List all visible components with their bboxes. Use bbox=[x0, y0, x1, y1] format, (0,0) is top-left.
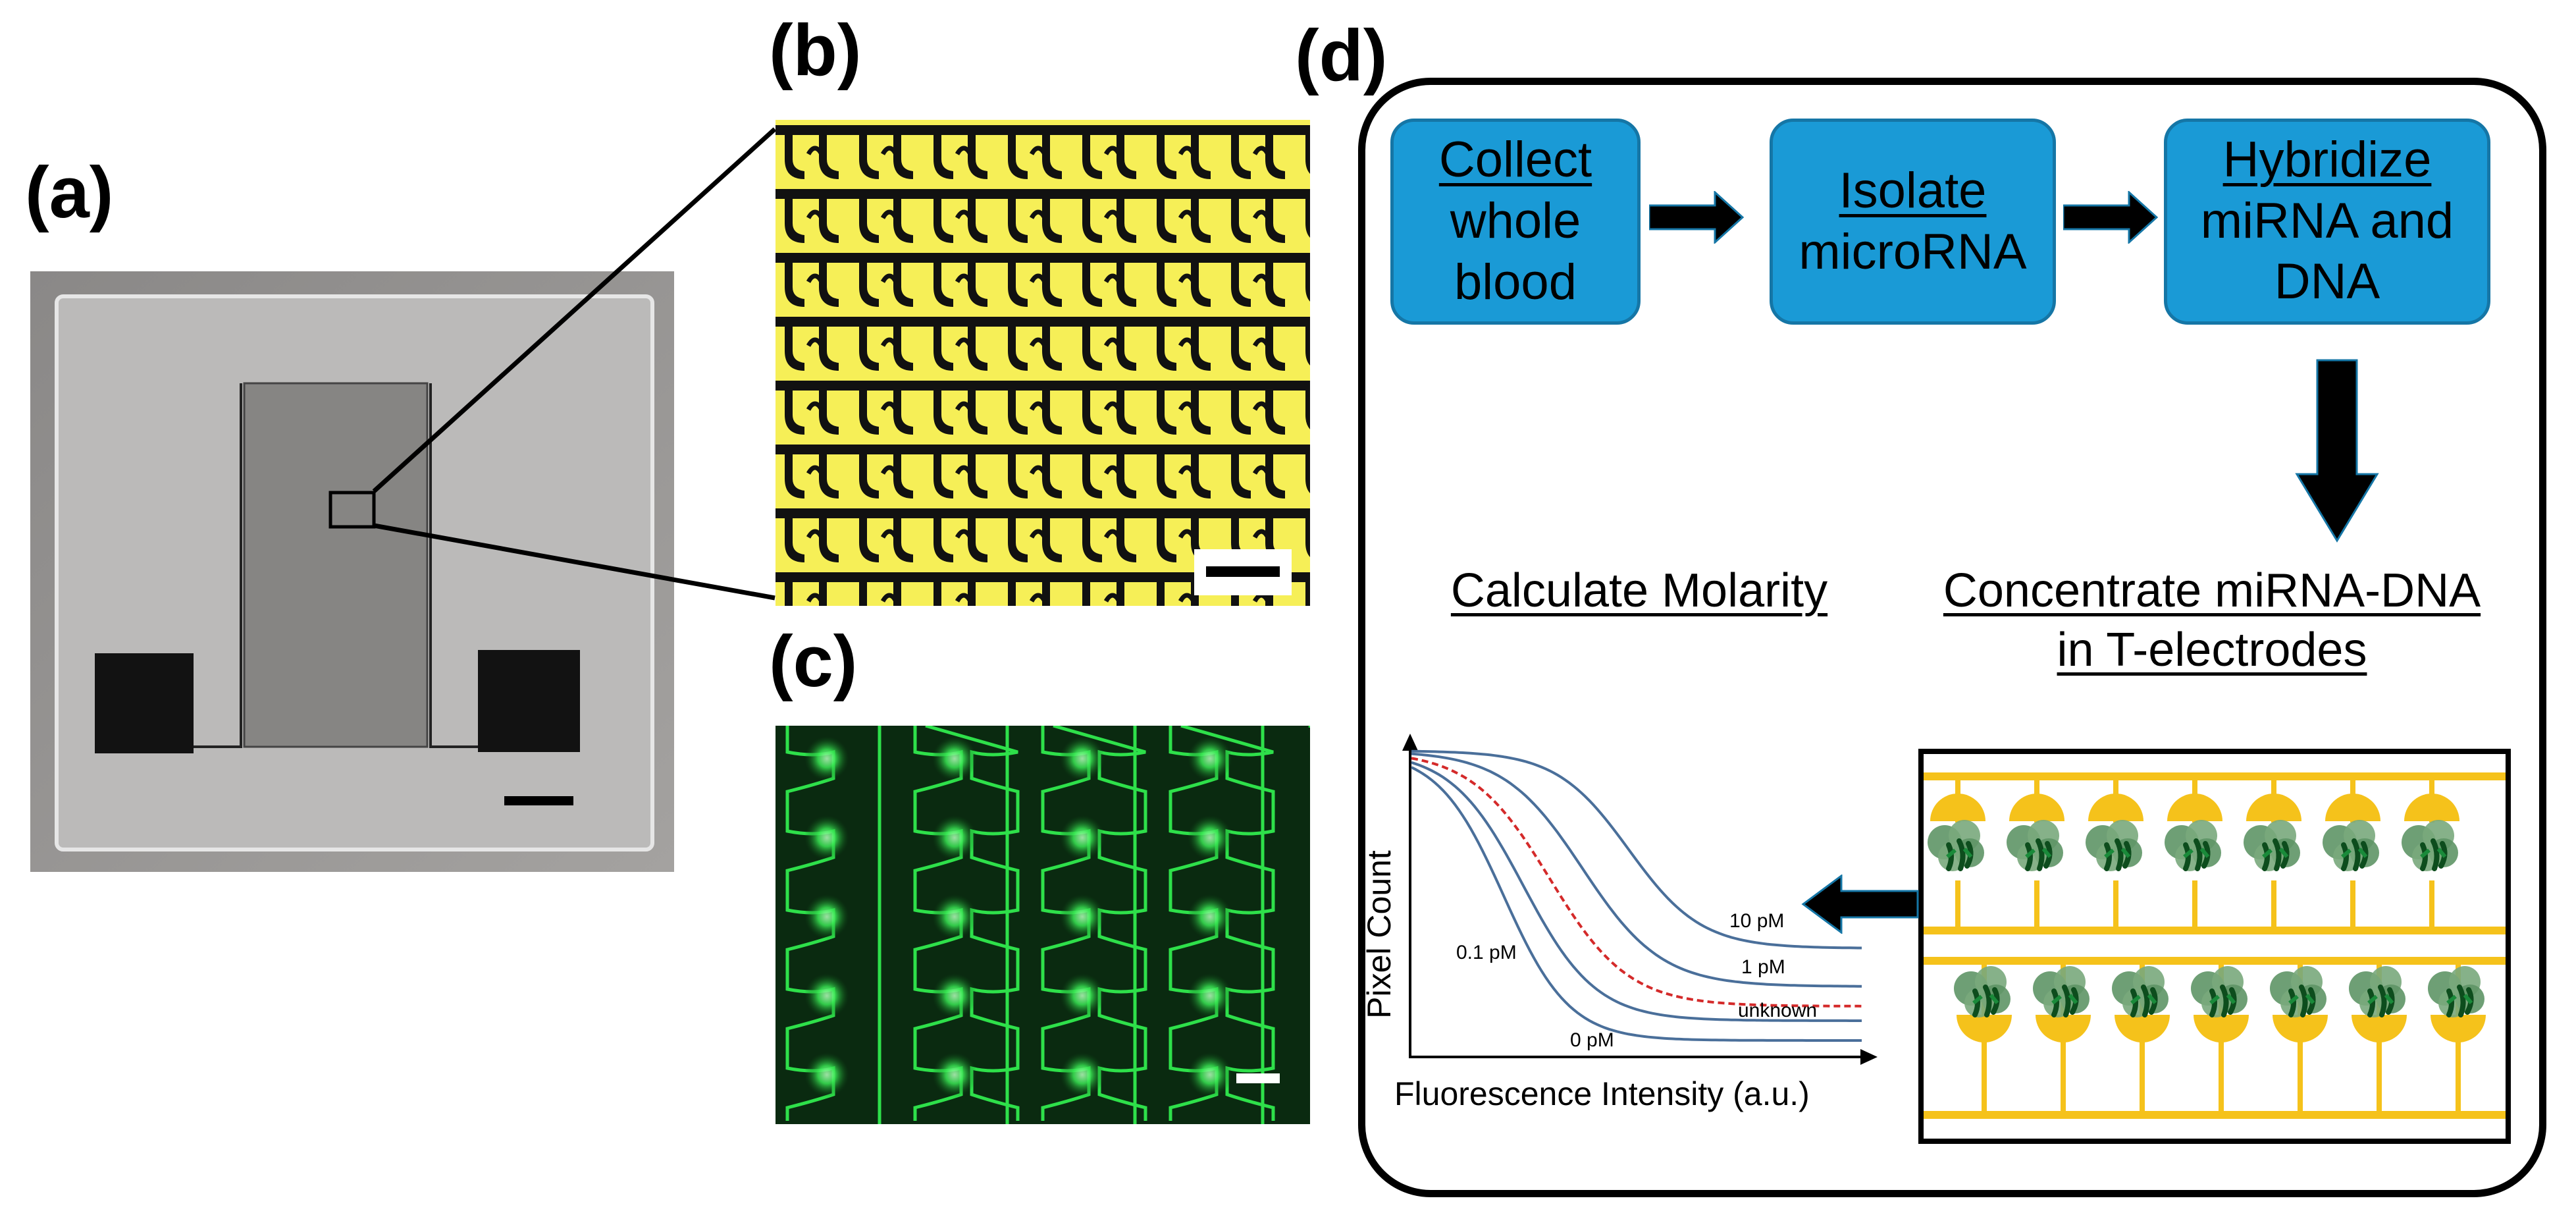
electrode-concentration-schematic bbox=[1918, 749, 2511, 1144]
panel-label-c: (c) bbox=[769, 621, 858, 702]
step-hybridize-title: Hybridize bbox=[2222, 132, 2432, 188]
arrow-right-2 bbox=[2063, 191, 2162, 244]
step-isolate-microrna: Isolate microRNA bbox=[1770, 119, 2056, 325]
concentrate-caption: Concentrate miRNA-DNA in T-electrodes bbox=[1896, 561, 2528, 680]
electrode-micrograph bbox=[775, 120, 1310, 606]
chart-series-line bbox=[1411, 761, 1862, 1022]
panel-label-d: (d) bbox=[1295, 15, 1388, 96]
concentrate-line1: Concentrate miRNA-DNA bbox=[1943, 564, 2481, 617]
curve-label-1pm: 1 pM bbox=[1741, 956, 1785, 978]
step-collect-line1: whole bbox=[1450, 193, 1581, 250]
step-hybridize: Hybridize miRNA and DNA bbox=[2164, 119, 2490, 325]
concentrate-line2: in T-electrodes bbox=[2057, 624, 2367, 676]
step-isolate-line1: microRNA bbox=[1799, 223, 2027, 280]
step-collect-title: Collect bbox=[1438, 132, 1592, 188]
curve-label-01pm: 0.1 pM bbox=[1456, 942, 1517, 963]
curve-label-unknown: unknown bbox=[1738, 1000, 1818, 1021]
arrow-left bbox=[1801, 875, 1919, 934]
chart-series-line bbox=[1411, 757, 1862, 1008]
panel-label-a: (a) bbox=[25, 152, 114, 233]
workflow-frame bbox=[1358, 78, 2546, 1197]
step-collect-line2: blood bbox=[1454, 254, 1577, 310]
arrow-right-1 bbox=[1649, 191, 1748, 244]
step-isolate-title: Isolate bbox=[1839, 162, 1987, 219]
curve-label-0pm: 0 pM bbox=[1570, 1029, 1614, 1051]
arrow-down bbox=[2294, 359, 2380, 543]
step-hybridize-line1: miRNA and bbox=[2200, 192, 2454, 249]
zoom-lines bbox=[369, 119, 790, 619]
chart-series-line bbox=[1411, 752, 1862, 988]
fluorescence-micrograph bbox=[775, 726, 1310, 1124]
device-photo bbox=[30, 271, 674, 872]
step-hybridize-line2: DNA bbox=[2274, 254, 2380, 310]
molarity-chart bbox=[1343, 731, 1889, 1100]
calculate-molarity-caption: Calculate Molarity bbox=[1450, 564, 1828, 617]
panel-label-b: (b) bbox=[769, 10, 862, 91]
curve-label-10pm: 10 pM bbox=[1729, 910, 1785, 932]
chart-series-line bbox=[1411, 749, 1862, 950]
chart-y-axis-label: Pixel Count bbox=[1361, 850, 1398, 1019]
step-collect-blood: Collect whole blood bbox=[1390, 119, 1641, 325]
chart-x-axis-label: Fluorescence Intensity (a.u.) bbox=[1394, 1075, 1810, 1112]
chart-series-line bbox=[1411, 766, 1862, 1042]
